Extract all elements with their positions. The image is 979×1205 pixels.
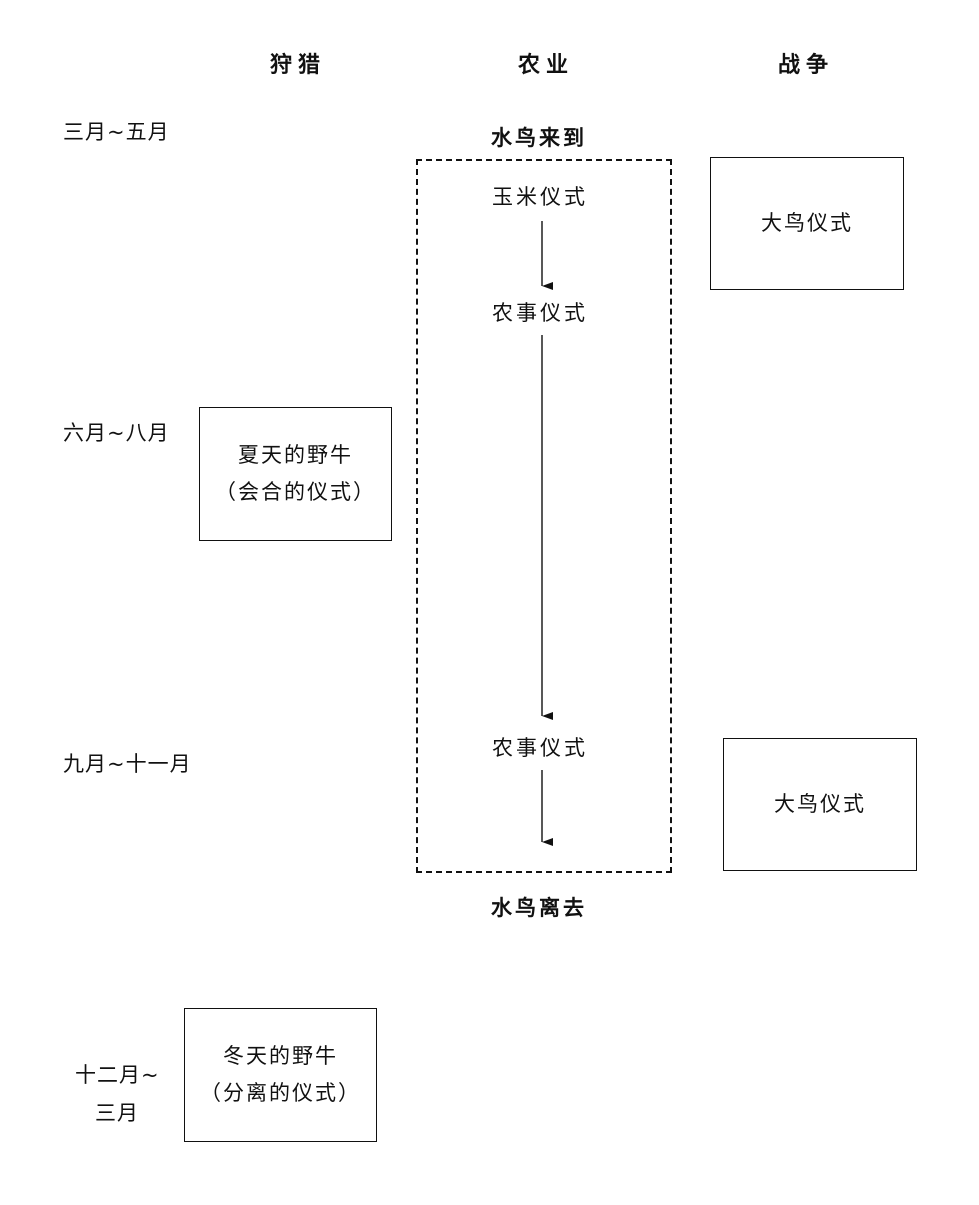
box-summer-buffalo: 夏天的野牛 （会合的仪式）: [199, 407, 392, 541]
node-corn-ritual: 玉米仪式: [492, 185, 588, 209]
node-farming-ritual-2: 农事仪式: [492, 736, 588, 760]
event-waterbirds-arrive: 水鸟来到: [491, 126, 587, 150]
month-label-mar-may: 三月~五月: [63, 120, 170, 144]
month-label-sep-nov: 九月~十一月: [63, 752, 192, 776]
box-summer-buffalo-title: 夏天的野牛: [238, 443, 353, 468]
month-label-jun-aug: 六月~八月: [63, 421, 170, 445]
box-big-bird-ritual-2: 大鸟仪式: [723, 738, 917, 871]
month-label-dec-mar-line1: 十二月~: [75, 1063, 160, 1087]
event-waterbirds-leave: 水鸟离去: [491, 896, 587, 920]
box-winter-buffalo: 冬天的野牛 （分离的仪式）: [184, 1008, 377, 1142]
node-farming-ritual-1: 农事仪式: [492, 301, 588, 325]
column-header-hunting: 狩猎: [270, 53, 327, 78]
box-winter-buffalo-subtitle: （分离的仪式）: [200, 1081, 361, 1105]
box-big-bird-ritual-1-label: 大鸟仪式: [761, 211, 853, 236]
box-big-bird-ritual-1: 大鸟仪式: [710, 157, 904, 290]
box-big-bird-ritual-2-label: 大鸟仪式: [774, 792, 866, 817]
column-header-agriculture: 农业: [518, 53, 575, 78]
agriculture-season-frame: [416, 159, 672, 873]
box-winter-buffalo-title: 冬天的野牛: [223, 1044, 338, 1069]
month-label-dec-mar-line2: 三月: [95, 1101, 139, 1125]
box-summer-buffalo-subtitle: （会合的仪式）: [215, 480, 376, 504]
column-header-war: 战争: [778, 53, 835, 78]
